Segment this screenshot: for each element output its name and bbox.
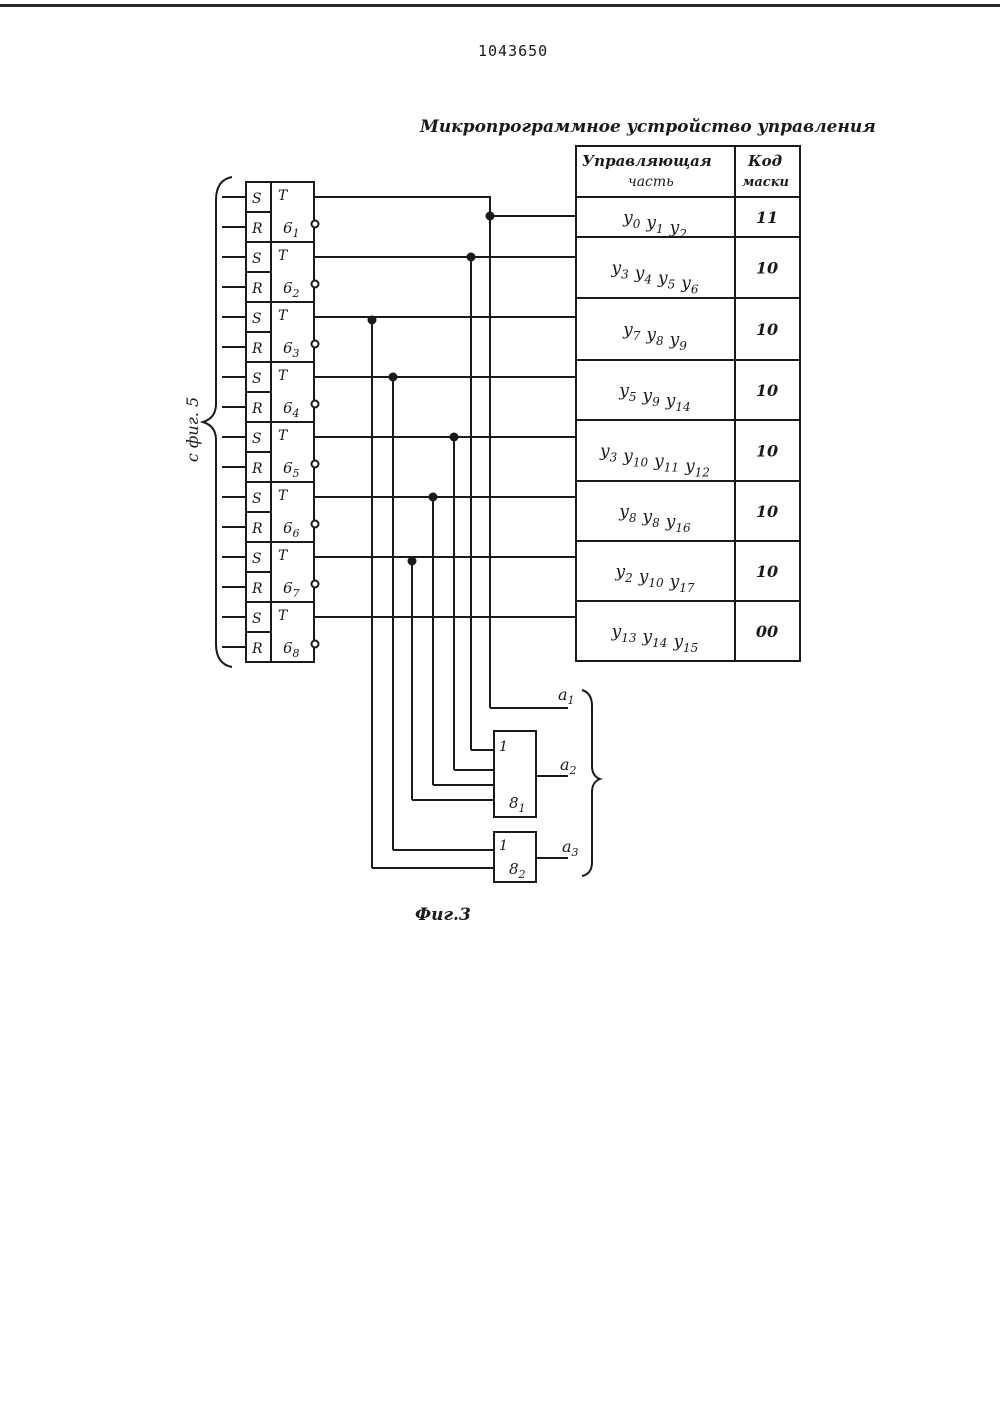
inverse-output-dot [312,461,319,468]
or-gates: 181182 [494,731,568,882]
output-a2-label: a2 [560,755,577,777]
row-mask-code: 10 [756,562,778,581]
gate-1-symbol: 1 [499,739,508,755]
output-a3-label: a3 [562,837,579,859]
output-a1-label: a1 [558,685,575,707]
set-input-label: S [252,551,262,567]
row-mask-code: 10 [756,259,778,278]
table-row: y7y8y9 10 [622,320,778,353]
junction-dot [451,434,458,441]
trigger-type-label: T [278,188,289,204]
set-input-label: S [252,611,262,627]
trigger-number-label: 61 [283,219,300,240]
row-signals: y3y10y11y12 [599,442,710,480]
set-input-label: S [252,311,262,327]
reset-input-label: R [251,581,263,597]
trigger-number-label: 67 [283,579,300,600]
trigger-type-label: T [278,548,289,564]
inverse-output-dot [312,641,319,648]
row-mask-code: 11 [756,208,778,227]
reset-input-label: R [251,401,263,417]
table-row: y3y10y11y12 10 [599,442,778,480]
inverse-output-dot [312,401,319,408]
trigger-block: SRT61SRT62SRT63SRT64SRT65SRT66SRT67SRT68 [222,182,319,662]
inverse-output-dot [312,281,319,288]
header-mask-code: Код [747,152,782,170]
set-input-label: S [252,431,262,447]
reset-input-label: R [251,641,263,657]
row-signals: y5y9y14 [618,381,690,414]
junction-dot [390,374,397,381]
gate-2-label: 82 [509,860,526,881]
row-signals: y2y10y17 [614,562,694,595]
row-mask-code: 10 [756,381,778,400]
trigger-type-label: T [278,248,289,264]
wire-q1 [314,197,576,216]
set-input-label: S [252,191,262,207]
left-brace [203,177,232,667]
header-control-part-2: часть [628,174,674,190]
reset-input-label: R [251,521,263,537]
inverse-output-dot [312,521,319,528]
header-mask-code-2: маски [742,175,789,190]
junction-dot [468,254,475,261]
trigger-type-label: T [278,368,289,384]
row-mask-code: 10 [756,502,778,521]
trigger-number-label: 64 [283,399,300,420]
set-input-label: S [252,491,262,507]
row-signals: y13y14y15 [611,622,699,655]
inverse-output-dot [312,221,319,228]
input-brace [203,177,232,667]
gate-2-symbol: 1 [499,838,508,854]
table-row: y5y9y14 10 [618,381,778,414]
row-mask-code: 10 [756,442,778,461]
reset-input-label: R [251,341,263,357]
trigger-type-label: T [278,608,289,624]
header-control-part: Управляющая [582,152,712,170]
trigger-type-label: T [278,428,289,444]
trigger-number-label: 68 [283,639,300,660]
microprogram-table: УправляющаячастьКодмаскиy0y1y211y3y4y5y6… [576,146,800,661]
junction-dot [430,494,437,501]
table-row: y3y4y5y6 10 [611,259,779,297]
row-mask-code: 10 [756,320,778,339]
row-signals: y3y4y5y6 [611,259,699,297]
table-row: y13y14y15 00 [611,622,778,655]
trigger-type-label: T [278,488,289,504]
row-mask-code: 00 [756,622,778,641]
reset-input-label: R [251,221,263,237]
table-row: y8y8y16 10 [618,502,778,535]
trigger-type-label: T [278,308,289,324]
trigger-number-label: 62 [283,279,300,300]
output-brace [582,690,600,876]
trigger-number-label: 66 [283,519,300,540]
inverse-output-dot [312,581,319,588]
trigger-number-label: 65 [283,459,300,480]
set-input-label: S [252,251,262,267]
row-signals: y7y8y9 [622,320,687,353]
trigger-number-label: 63 [283,339,300,360]
junction-dot [487,213,494,220]
gate-1-label: 81 [509,794,526,815]
outputs: a1 a2 a3 [558,685,600,876]
reset-input-label: R [251,281,263,297]
set-input-label: S [252,371,262,387]
junction-dot [409,558,416,565]
table-row: y2y10y17 10 [614,562,778,595]
row-signals: y8y8y16 [618,502,691,535]
inverse-output-dot [312,341,319,348]
junction-dot [369,317,376,324]
reset-input-label: R [251,461,263,477]
